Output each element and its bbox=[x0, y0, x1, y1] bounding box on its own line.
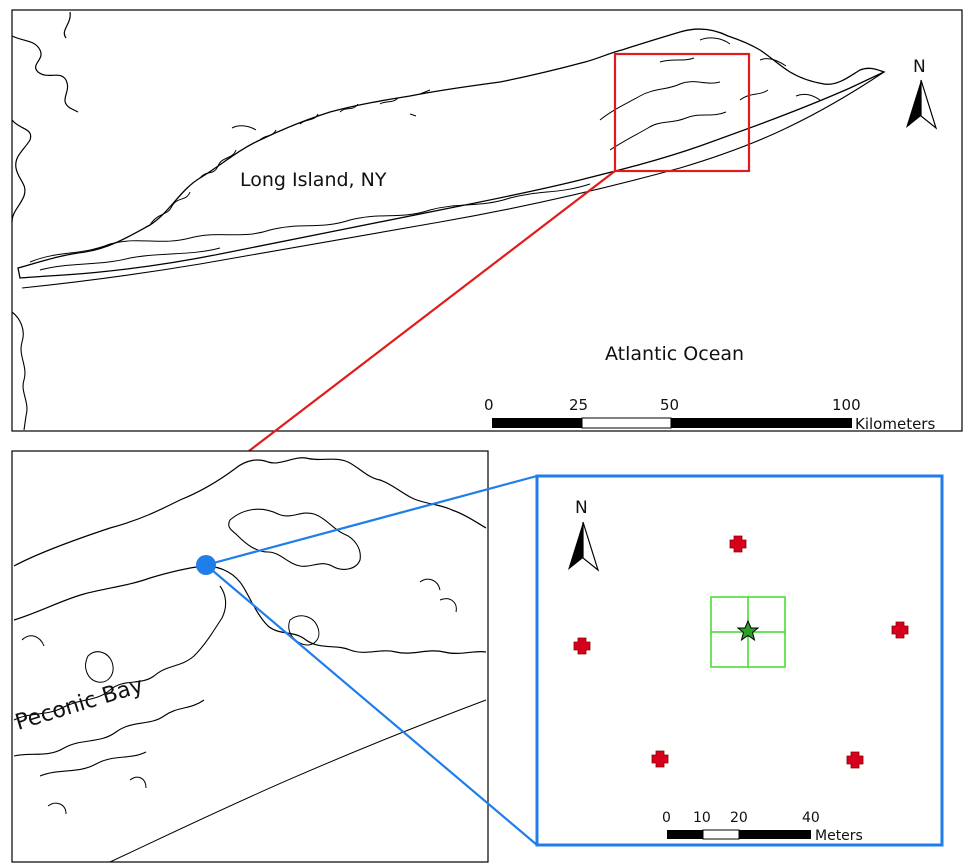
m-scale-tick-10: 10 bbox=[693, 810, 711, 826]
cross-marker-southeast bbox=[846, 751, 864, 769]
robins-island bbox=[85, 651, 114, 683]
km-scale-bar: 0 25 50 100 Kilometers bbox=[484, 396, 935, 433]
north-arrow: N bbox=[906, 57, 938, 130]
center-star-marker bbox=[736, 619, 760, 642]
m-scale-tick-0: 0 bbox=[662, 810, 671, 826]
m-scale-unit: Meters bbox=[815, 828, 863, 844]
top-map-frame bbox=[11, 9, 963, 432]
north-arrow-icon bbox=[906, 80, 921, 128]
south-shore-marsh bbox=[29, 183, 591, 271]
km-scale-tick-0: 0 bbox=[484, 396, 494, 414]
site-detail-panel: N 0 10 20 40 Meters bbox=[535, 474, 944, 847]
mainland-coast bbox=[11, 11, 79, 223]
km-scale-tick-100: 100 bbox=[832, 396, 861, 414]
peconic-bay-shore bbox=[13, 585, 227, 777]
atlantic-ocean-label: Atlantic Ocean bbox=[605, 343, 744, 365]
north-fork-coast bbox=[13, 457, 487, 567]
site-map-frame bbox=[535, 474, 944, 847]
site-north-arrow: N bbox=[568, 498, 600, 572]
km-scale-tick-25: 25 bbox=[569, 396, 588, 414]
east-end-highlight-box bbox=[613, 52, 751, 173]
km-scale-tick-50: 50 bbox=[660, 396, 679, 414]
inset-small-islands bbox=[21, 578, 457, 815]
cross-marker-north bbox=[729, 535, 747, 553]
cross-marker-southwest bbox=[651, 750, 669, 768]
meters-scale-bar: 0 10 20 40 Meters bbox=[662, 810, 863, 844]
north-shore-harbors bbox=[149, 89, 431, 226]
cross-marker-west bbox=[573, 637, 591, 655]
blue-connector-top bbox=[205, 474, 538, 567]
inset-barrier-line bbox=[109, 699, 487, 863]
sampling-markers bbox=[573, 535, 909, 769]
cross-marker-east bbox=[891, 621, 909, 639]
long-island-label: Long Island, NY bbox=[240, 169, 387, 191]
peconic-inset-panel: Peconic Bay bbox=[11, 450, 489, 863]
site-north-label: N bbox=[575, 498, 588, 518]
red-connector-line bbox=[248, 170, 616, 452]
new-jersey-coast bbox=[11, 311, 28, 431]
m-scale-tick-40: 40 bbox=[802, 810, 820, 826]
east-end-forks bbox=[599, 37, 821, 151]
m-scale-tick-20: 20 bbox=[730, 810, 748, 826]
shelter-island bbox=[228, 508, 361, 570]
long-island-map-panel: Long Island, NY Atlantic Ocean N 0 25 50… bbox=[11, 9, 963, 433]
blue-connector-bottom bbox=[205, 564, 538, 846]
site-north-arrow-icon bbox=[568, 522, 583, 570]
north-arrow-label: N bbox=[913, 57, 926, 77]
south-fork-coast bbox=[13, 565, 487, 655]
km-scale-unit: Kilometers bbox=[855, 415, 935, 433]
barrier-beach bbox=[21, 71, 885, 289]
